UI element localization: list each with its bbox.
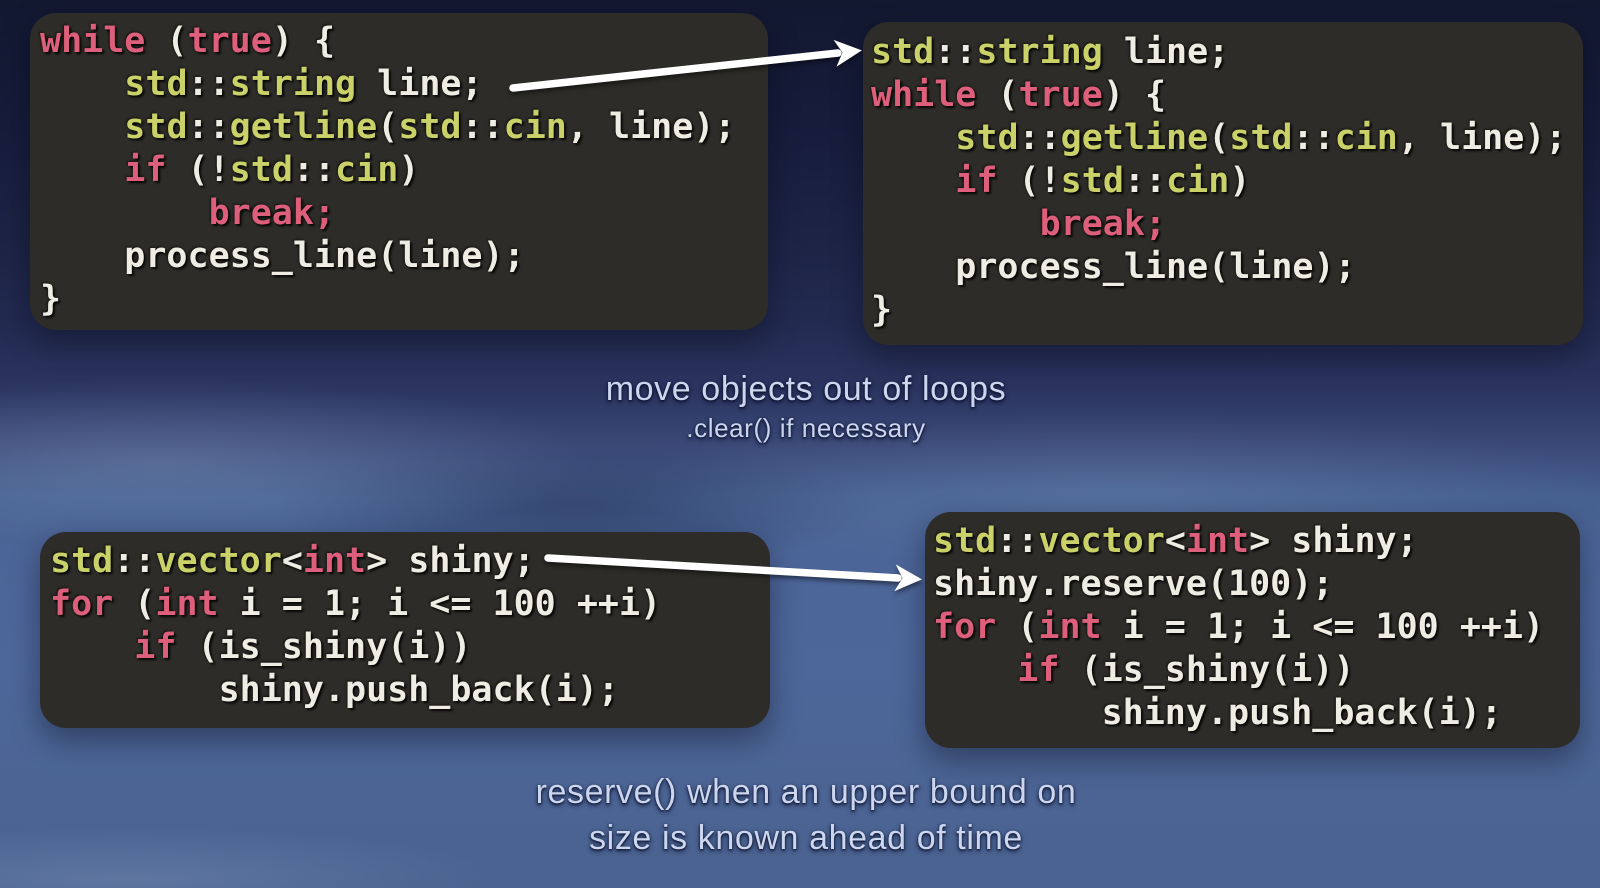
code-line: shiny.reserve(100); [933, 564, 1334, 604]
code-line: if (!std::cin) [124, 150, 420, 190]
code-line: std::vector<int> shiny; [50, 541, 535, 581]
code-line: if (is_shiny(i)) [134, 627, 472, 667]
code-line: std::string line; [124, 64, 483, 104]
caption-bottom-line2: size is known ahead of time [589, 819, 1023, 857]
code-line: std::getline(std::cin, line); [124, 107, 736, 147]
code-line: shiny.push_back(i); [50, 670, 619, 710]
code-block-loop-before: while (true) { std::string line; std::ge… [30, 13, 768, 330]
code-line: break; [1039, 204, 1167, 244]
caption-reserve: reserve() when an upper bound on size is… [6, 769, 1600, 861]
code-line: break; [208, 193, 336, 233]
code-line: if (!std::cin) [955, 161, 1251, 201]
code-line: process_line(line); [871, 247, 1356, 287]
code-line: for (int i = 1; i <= 100 ++i) [933, 607, 1545, 647]
code-line: for (int i = 1; i <= 100 ++i) [50, 584, 662, 624]
code-line: std::getline(std::cin, line); [955, 118, 1567, 158]
caption-middle-subtitle: .clear() if necessary [686, 413, 926, 443]
code-line: } [871, 290, 893, 330]
code-block-vector-before: std::vector<int> shiny;for (int i = 1; i… [40, 532, 770, 728]
code-block-vector-after: std::vector<int> shiny;shiny.reserve(100… [925, 512, 1580, 748]
code-line: std::vector<int> shiny; [933, 521, 1418, 561]
code-line: while (true) { [40, 21, 336, 61]
code-line: if (is_shiny(i)) [1017, 650, 1355, 690]
code-line: shiny.push_back(i); [933, 693, 1502, 733]
code-line: process_line(line); [40, 236, 525, 276]
caption-move-objects: move objects out of loops .clear() if ne… [6, 369, 1600, 443]
code-line: std::string line; [871, 32, 1230, 72]
caption-middle-title: move objects out of loops [605, 370, 1007, 408]
caption-bottom-line1: reserve() when an upper bound on [535, 773, 1077, 811]
code-line: while (true) { [871, 75, 1167, 115]
code-line: } [40, 279, 62, 319]
code-block-loop-after: std::string line;while (true) { std::get… [863, 22, 1583, 345]
